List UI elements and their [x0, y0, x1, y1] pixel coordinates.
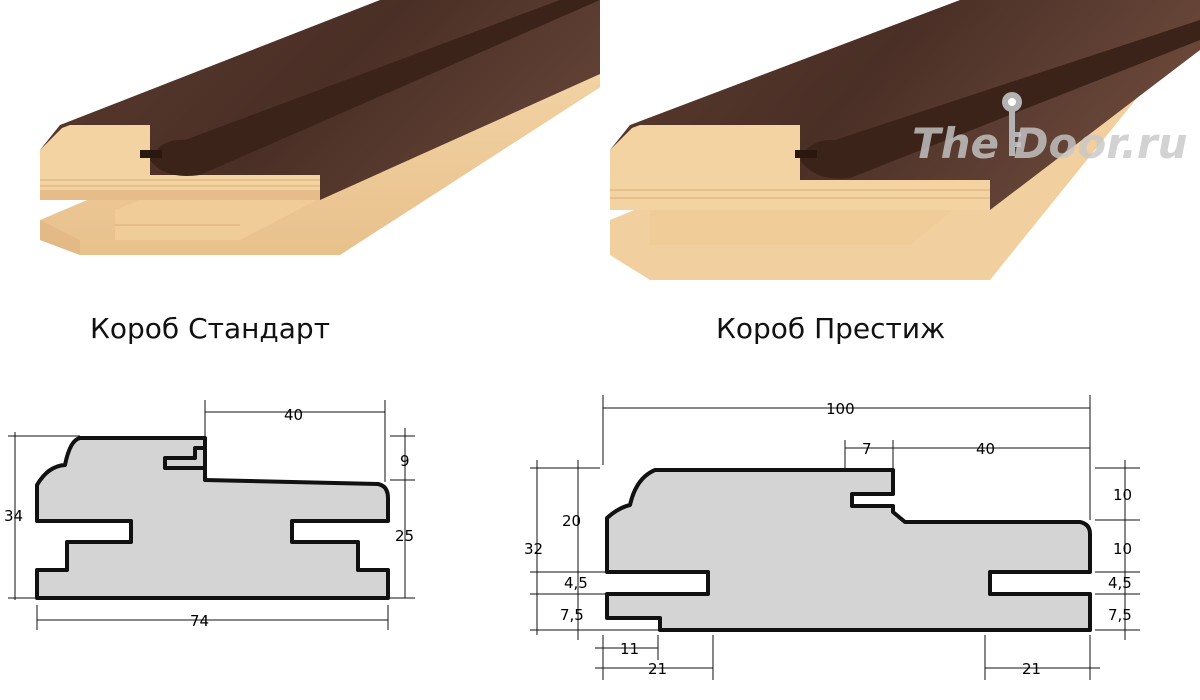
pre-dim-bottom-c: 21 [1022, 660, 1041, 678]
prestige-section-shape [605, 468, 1092, 632]
pre-dim-top-b: 40 [976, 440, 995, 458]
prestige-profile: 100 7 40 32 20 4,5 7,5 10 10 4,5 7,5 11 … [524, 395, 1140, 680]
standard-section-shape [35, 436, 390, 600]
seal-strip [150, 0, 600, 176]
cross-section-drawings: 40 34 9 25 74 [4, 395, 1140, 680]
std-dim-right-mid: 25 [395, 527, 414, 545]
pre-dim-right-bottom: 7,5 [1108, 606, 1132, 624]
standard-frame-photo [40, 0, 600, 255]
pre-dim-top-a: 7 [862, 440, 872, 458]
top-end-face [610, 125, 990, 210]
pre-dim-bottom-a: 11 [620, 640, 639, 658]
pre-dim-bottom-b: 21 [648, 660, 667, 678]
pre-dim-right-groove: 4,5 [1108, 574, 1132, 592]
pre-dim-left-mid: 4,5 [564, 574, 588, 592]
seal-strip [800, 20, 1200, 179]
std-dim-right-top: 9 [400, 452, 410, 470]
watermark-text: The Door.ru [912, 119, 1188, 168]
pre-dim-left-top: 20 [562, 512, 581, 530]
key-icon [1002, 92, 1022, 156]
prestige-frame-photo: The Door.ru [610, 0, 1200, 280]
pre-dim-right-top: 10 [1113, 486, 1132, 504]
prestige-caption: Короб Престиж [716, 312, 946, 345]
top-end-face [40, 125, 320, 200]
pre-dim-right-mid: 10 [1113, 540, 1132, 558]
pre-dim-left-bottom: 7,5 [560, 606, 584, 624]
std-dim-bottom: 74 [190, 612, 209, 630]
standard-profile: 40 34 9 25 74 [4, 400, 415, 630]
standard-caption: Короб Стандарт [90, 312, 331, 345]
std-dim-height: 34 [4, 507, 23, 525]
pre-dim-left-overall: 32 [524, 540, 543, 558]
std-dim-top: 40 [284, 406, 303, 424]
pre-dim-overall: 100 [826, 400, 855, 418]
